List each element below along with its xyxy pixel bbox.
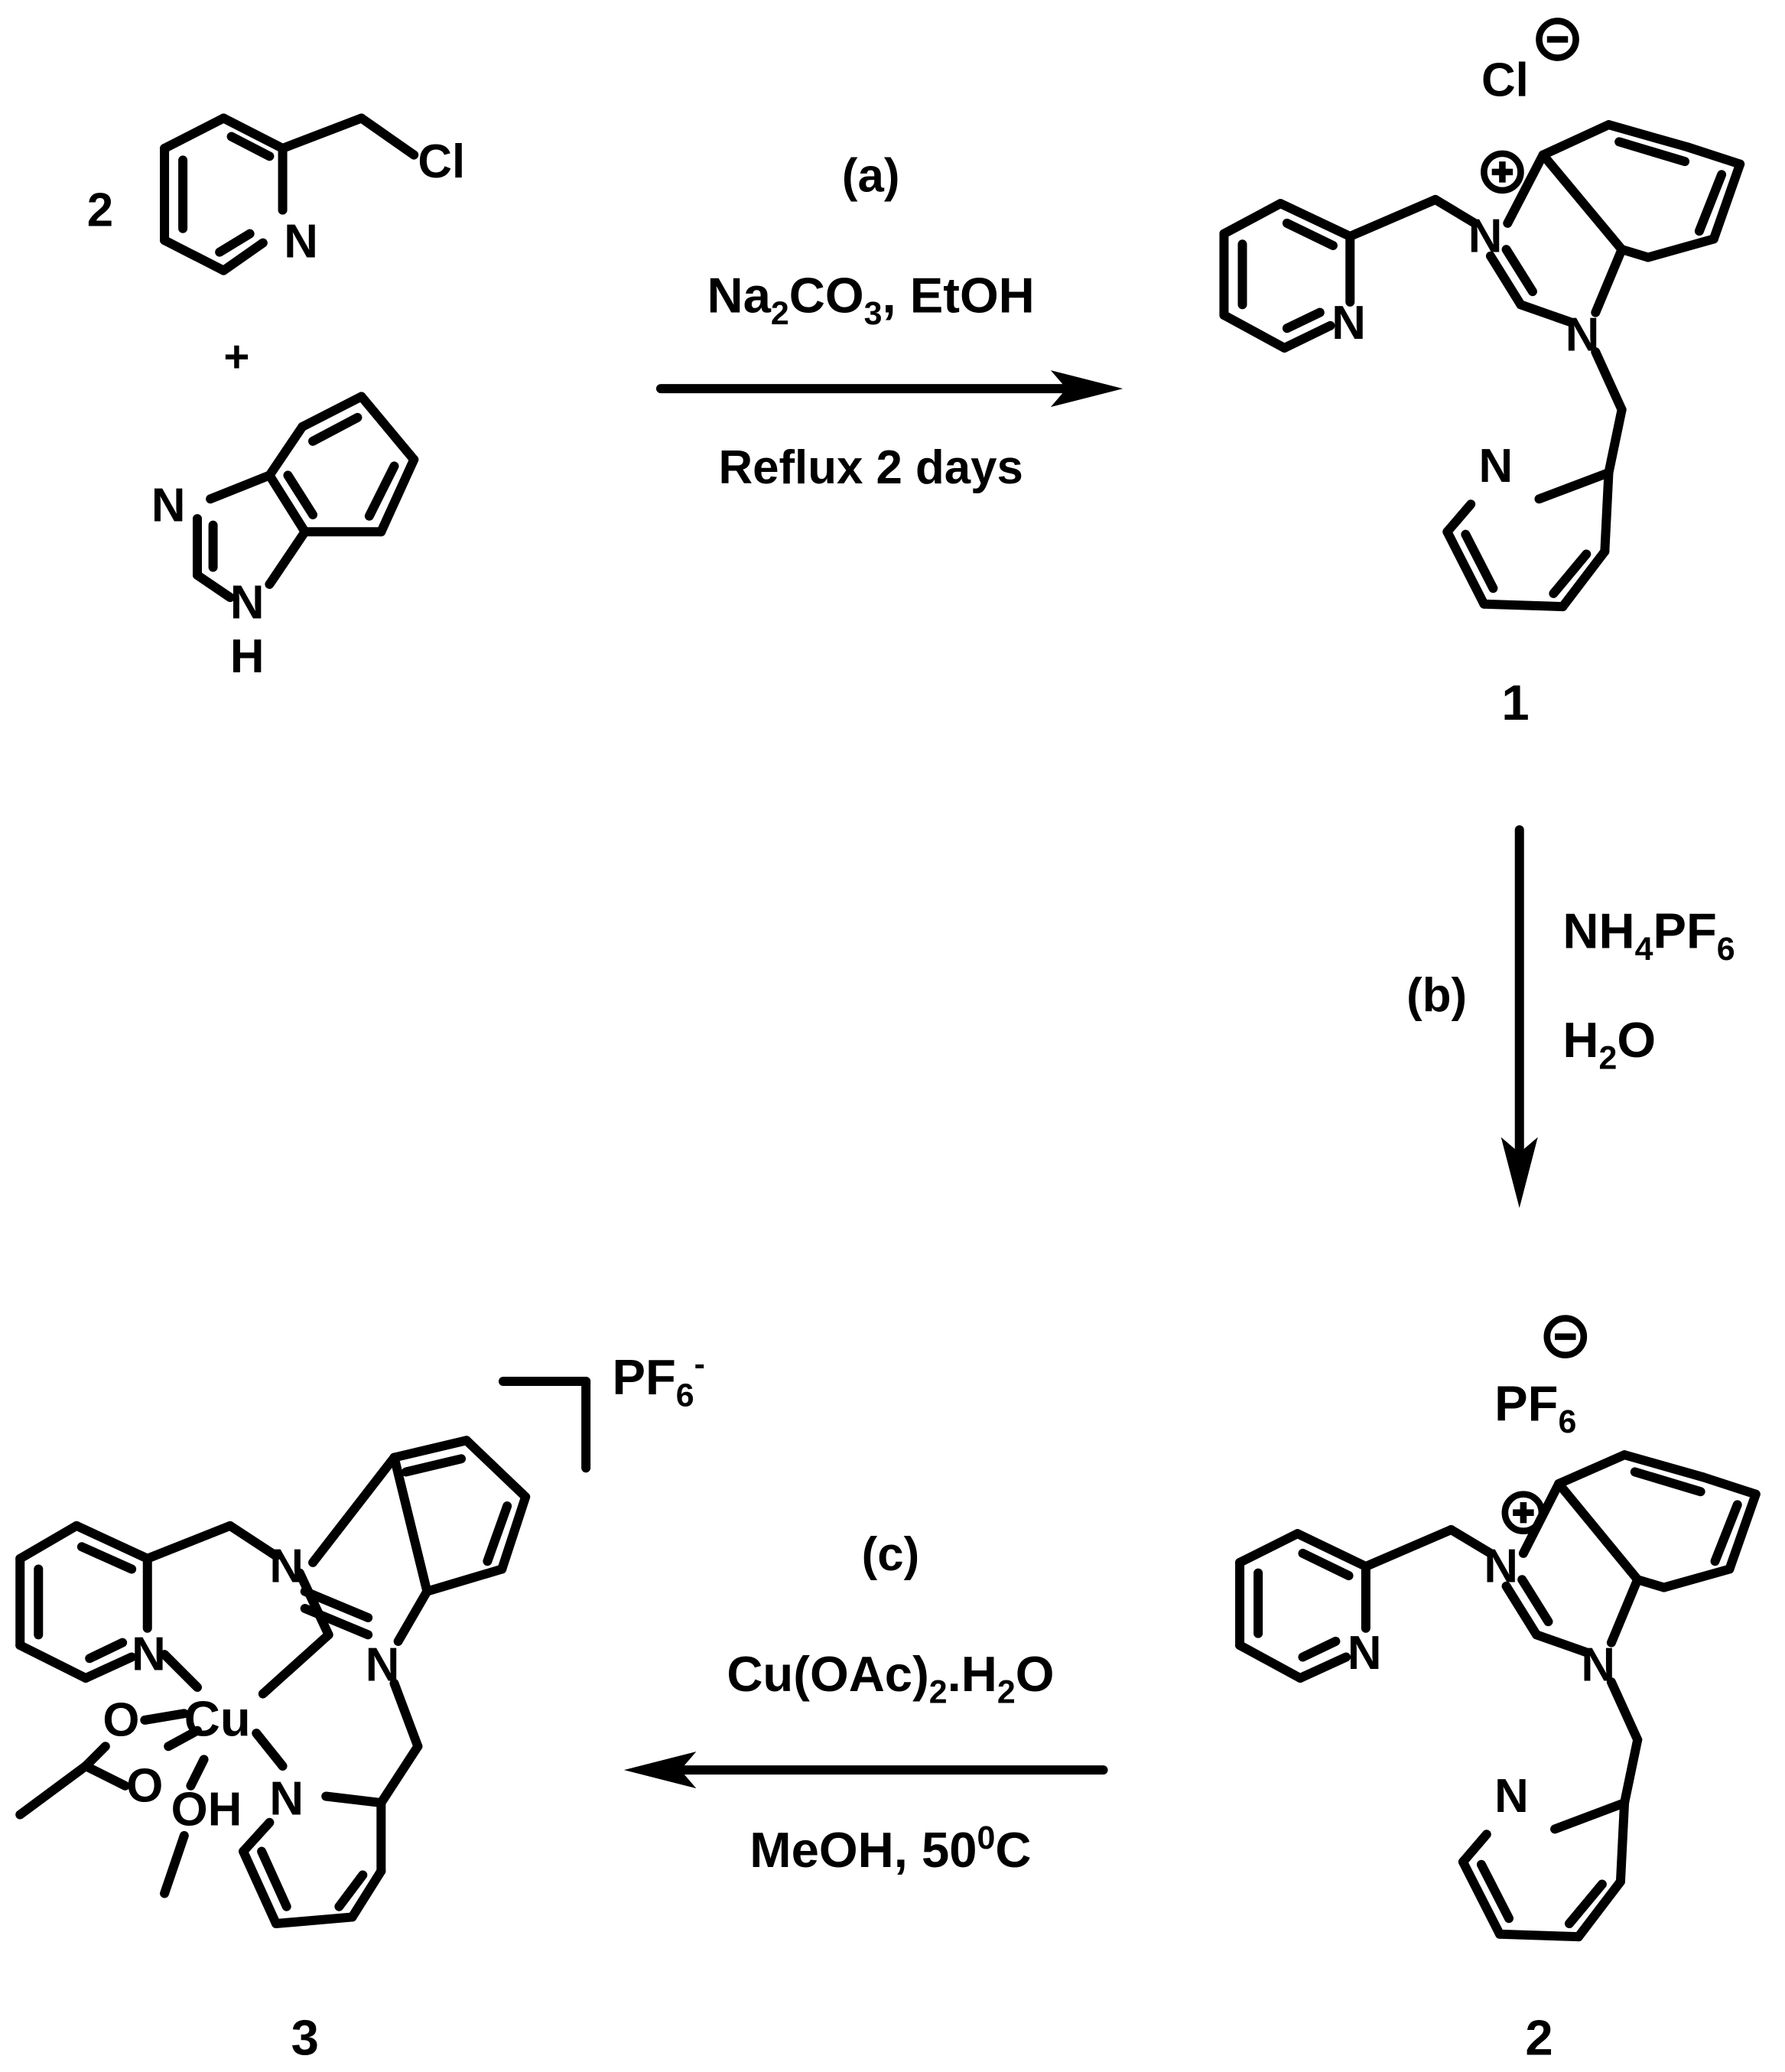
compound-2-anion-charge-circle bbox=[1543, 1315, 1588, 1358]
benzimidazole-n1-label: N bbox=[230, 577, 265, 629]
compound-3-n1-label: N bbox=[366, 1638, 400, 1691]
reactant-benzimidazole: N N H bbox=[151, 392, 419, 683]
step-b-label: (b) bbox=[1406, 969, 1467, 1022]
step-b: (b) NH4PF6 H2O bbox=[1406, 825, 1735, 1208]
compound-2-n-pyridine-a: N bbox=[1348, 1627, 1382, 1680]
compound-1-n3-label: N bbox=[1468, 210, 1503, 263]
step-c: (c) Cu(OAc)2.H2O MeOH, 500C bbox=[623, 1528, 1108, 1878]
compound-3-copper-label: Cu bbox=[184, 1691, 251, 1747]
step-c-conditions: MeOH, 500C bbox=[749, 1820, 1031, 1878]
compound-3-n3-label: N bbox=[269, 1540, 304, 1593]
compound-1-skeleton bbox=[1219, 120, 1745, 612]
step-a-label: (a) bbox=[842, 150, 900, 203]
compound-1-n1-label: N bbox=[1566, 308, 1600, 361]
compound-1-counterion: Cl bbox=[1481, 54, 1529, 106]
benzimidazole-h-label: H bbox=[230, 630, 265, 683]
compound-3-number: 3 bbox=[291, 2010, 319, 2066]
compound-3-skeleton bbox=[15, 1436, 531, 1929]
step-a-conditions: Reflux 2 days bbox=[718, 441, 1023, 494]
step-b-reagent: NH4PF6 bbox=[1562, 903, 1735, 967]
compound-1-number: 1 bbox=[1501, 675, 1529, 730]
compound-1-anion-charge-circle bbox=[1536, 18, 1579, 61]
compound-2-n1-label: N bbox=[1581, 1638, 1615, 1691]
picolyl-nitrogen-label: N bbox=[284, 215, 318, 268]
compound-1-cation-charge-circle bbox=[1481, 150, 1524, 194]
compound-3-hydroxyl: OH bbox=[171, 1783, 242, 1836]
step-c-reagent: Cu(OAc)2.H2O bbox=[727, 1646, 1054, 1710]
compound-2-number: 2 bbox=[1525, 2010, 1553, 2066]
compound-3: PF6- bbox=[15, 1345, 705, 2066]
step-b-arrowhead bbox=[1501, 1137, 1538, 1208]
compound-3-counterion: PF6- bbox=[612, 1345, 705, 1413]
compound-3-oxygen-2: O bbox=[126, 1759, 163, 1812]
compound-2-skeleton bbox=[1235, 1450, 1761, 1942]
step-a: (a) Na2CO3, EtOH Reflux 2 days bbox=[655, 150, 1123, 494]
step-c-arrowhead bbox=[623, 1752, 697, 1789]
compound-1: Cl bbox=[1219, 18, 1745, 730]
compound-2: PF6 bbox=[1235, 1315, 1761, 2066]
compound-3-bracket bbox=[498, 1376, 591, 1473]
compound-3-oxygen-1: O bbox=[102, 1694, 139, 1747]
plus-sign: + bbox=[223, 332, 249, 382]
compound-2-counterion: PF6 bbox=[1494, 1376, 1576, 1440]
reactant-picolyl-chloride: 2 Cl N bbox=[87, 113, 465, 275]
step-c-label: (c) bbox=[862, 1528, 920, 1581]
compound-1-n-pyridine-a: N bbox=[1331, 297, 1366, 350]
step-a-reagents: Na2CO3, EtOH bbox=[707, 268, 1035, 332]
picolyl-pyridine-ring bbox=[160, 113, 419, 275]
benzimidazole-rings bbox=[192, 392, 419, 603]
compound-3-n-pyridine-b: N bbox=[269, 1773, 304, 1826]
step-b-solvent: H2O bbox=[1562, 1012, 1656, 1076]
compound-2-n3-label: N bbox=[1484, 1540, 1518, 1593]
stoichiometric-coefficient: 2 bbox=[87, 184, 113, 236]
compound-2-n-pyridine-b: N bbox=[1494, 1770, 1529, 1823]
picolyl-chlorine-label: Cl bbox=[418, 135, 465, 188]
step-a-arrowhead bbox=[1050, 370, 1123, 408]
compound-1-n-pyridine-b: N bbox=[1479, 440, 1514, 493]
compound-3-n-pyridine-a: N bbox=[132, 1628, 166, 1681]
benzimidazole-n3-label: N bbox=[151, 480, 186, 532]
